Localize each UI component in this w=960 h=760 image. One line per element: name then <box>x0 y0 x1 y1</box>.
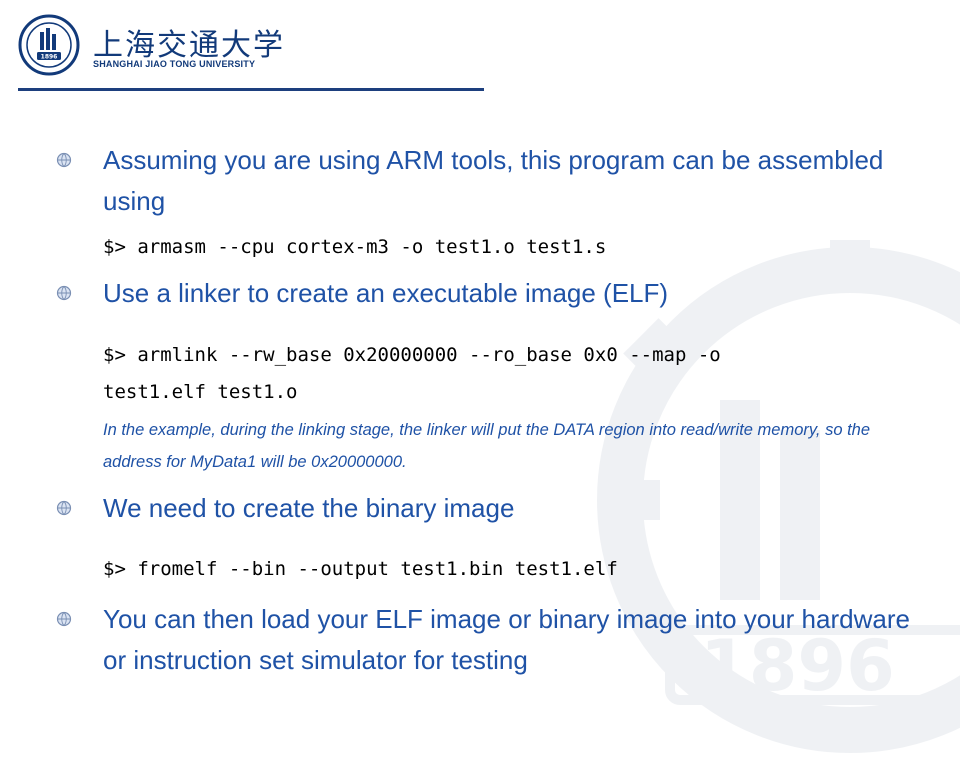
globe-bullet-icon <box>56 152 72 168</box>
bullet-4-text: You can then load your ELF image or bina… <box>103 604 910 675</box>
globe-bullet-icon <box>56 285 72 301</box>
linker-note: In the example, during the linking stage… <box>103 421 871 471</box>
bullet-1-text: Assuming you are using ARM tools, this p… <box>103 145 884 216</box>
header-divider <box>18 88 484 91</box>
code-armasm: $> armasm --cpu cortex-m3 -o test1.o tes… <box>103 236 607 258</box>
code-armlink-line1: $> armlink --rw_base 0x20000000 --ro_bas… <box>103 344 721 366</box>
logo-name-cn: 上海交通大学 <box>93 28 285 63</box>
bullet-2-text: Use a linker to create an executable ima… <box>103 278 669 308</box>
code-fromelf: $> fromelf --bin --output test1.bin test… <box>103 558 618 580</box>
globe-bullet-icon <box>56 500 72 516</box>
watermark-year: 1896 <box>700 625 895 707</box>
code-armlink-line2: test1.elf test1.o <box>103 381 298 403</box>
university-seal-icon: 1896 <box>18 14 80 76</box>
slide-content: Assuming you are using ARM tools, this p… <box>56 145 910 675</box>
globe-bullet-icon <box>56 611 72 627</box>
seal-year: 1896 <box>41 54 58 61</box>
logo-name-en: SHANGHAI JIAO TONG UNIVERSITY <box>93 59 256 69</box>
bullet-3-text: We need to create the binary image <box>103 493 515 523</box>
